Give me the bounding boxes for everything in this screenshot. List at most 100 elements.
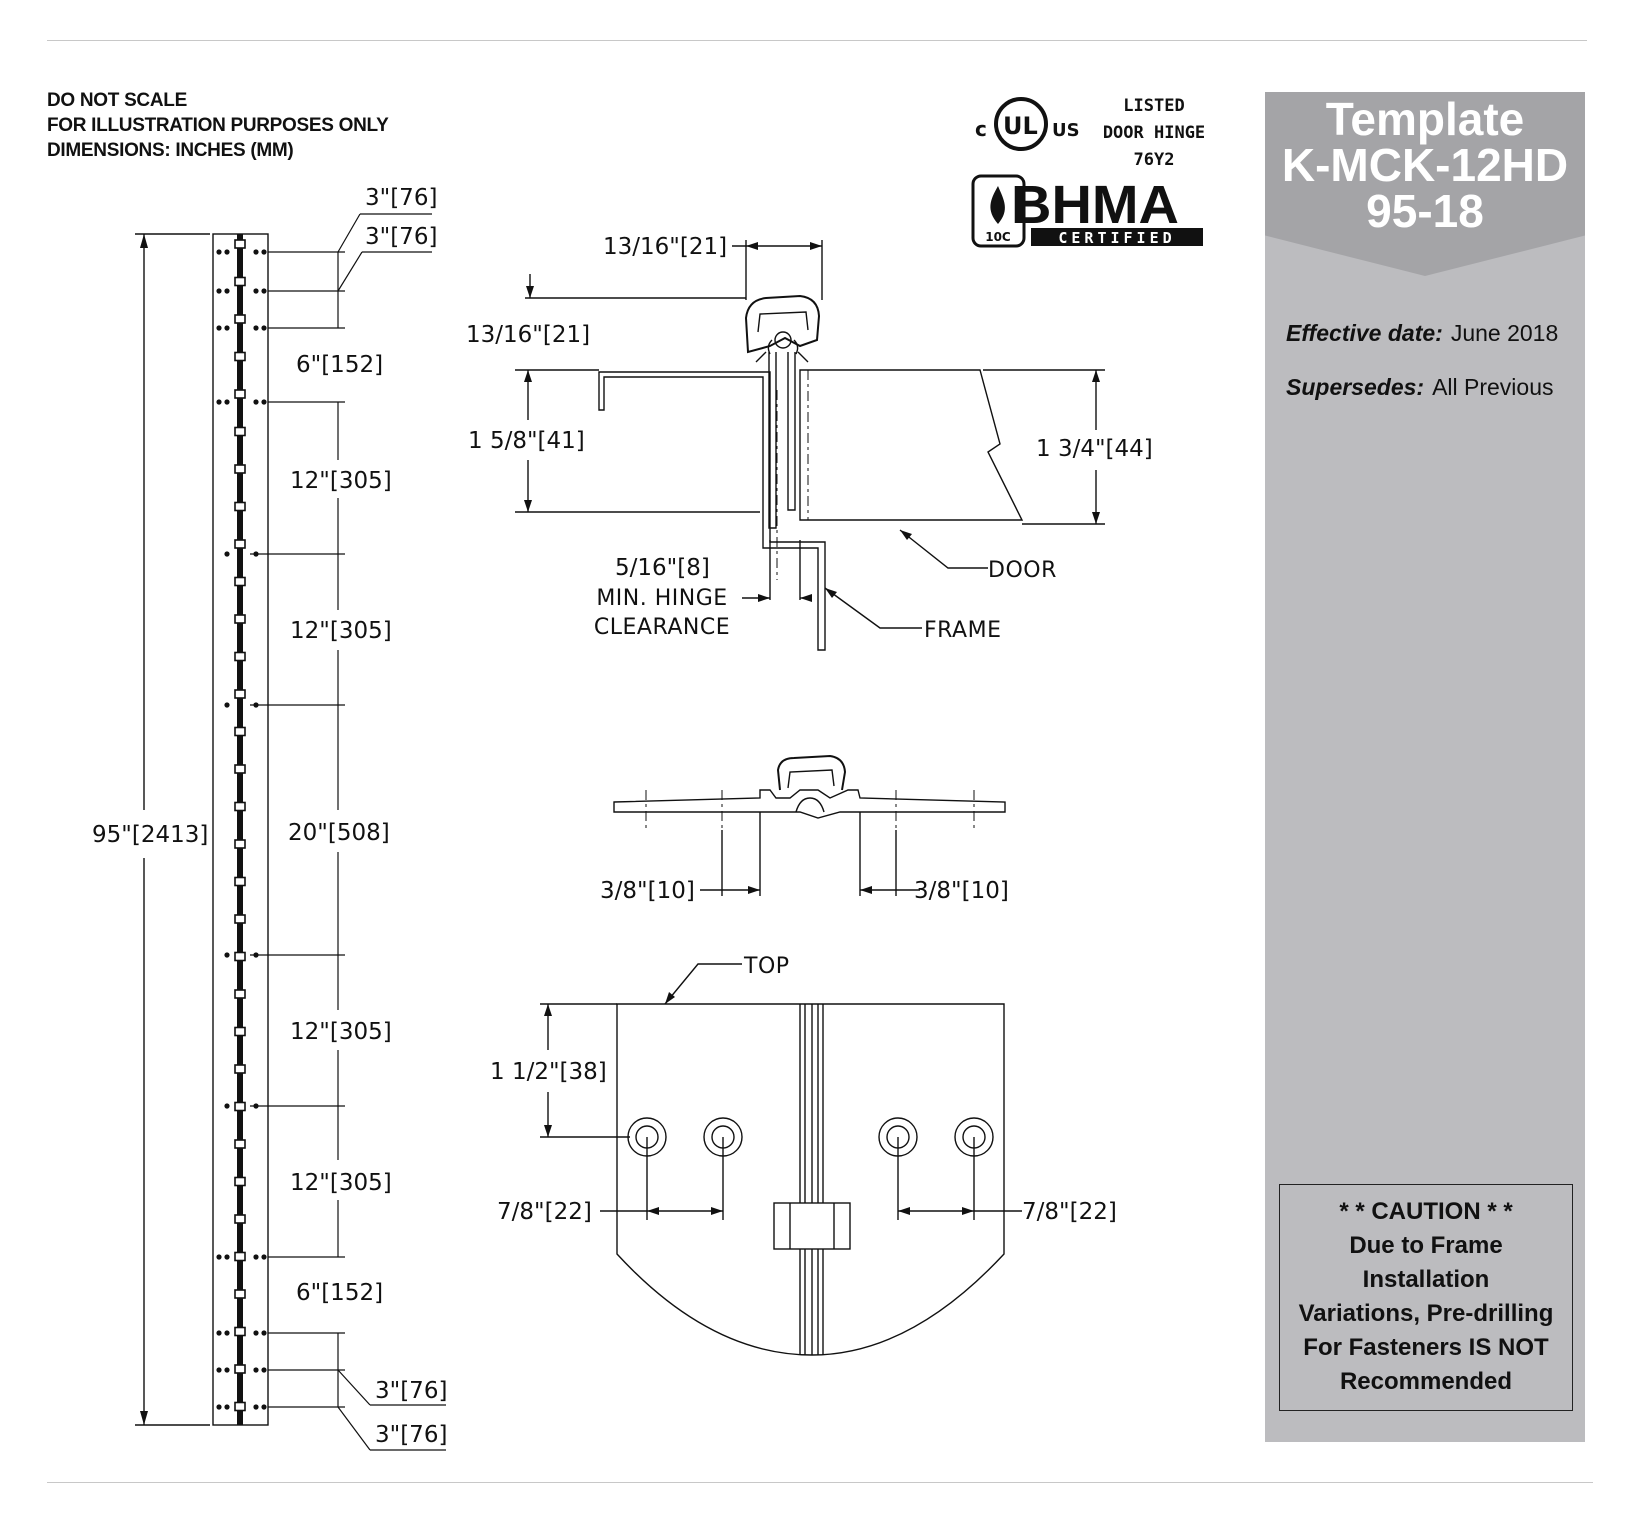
dim-bottom-6in: 6"[152] bbox=[296, 1280, 383, 1306]
dim-first-hole: 1 1/2"[38] bbox=[490, 1059, 607, 1085]
fastener-hole bbox=[253, 399, 259, 405]
hinge-knuckle bbox=[234, 501, 246, 512]
dim-right-offset: 3/8"[10] bbox=[914, 878, 1009, 904]
supersedes: Supersedes: All Previous bbox=[1286, 374, 1554, 401]
screw-holes bbox=[627, 1117, 994, 1157]
dim-top-6in: 6"[152] bbox=[296, 352, 383, 378]
title-line-2: K-MCK-12HD bbox=[1281, 139, 1569, 191]
hinge-knuckle bbox=[234, 1139, 246, 1149]
hinge-knuckle bbox=[234, 689, 246, 699]
dim-left-offset: 3/8"[10] bbox=[600, 878, 695, 904]
hinge-knuckle bbox=[234, 1026, 246, 1037]
note-illustration-only: FOR ILLUSTRATION PURPOSES ONLY bbox=[47, 115, 389, 136]
fastener-hole bbox=[261, 325, 267, 331]
hinge-knuckle bbox=[234, 1401, 246, 1412]
caution-heading: * * CAUTION * * bbox=[1339, 1198, 1513, 1225]
fastener-hole bbox=[261, 288, 267, 294]
hinge-knuckle bbox=[234, 614, 246, 624]
hinge-knuckle bbox=[234, 314, 246, 324]
fastener-hole bbox=[216, 1367, 222, 1373]
hinge-knuckle bbox=[234, 1326, 246, 1337]
info-panel: Template K-MCK-12HD 95-18 Effective date… bbox=[1265, 92, 1585, 1442]
section-dimensions: 13/16"[21] 13/16"[21] 1 5/8"[41] 1 3/4"[… bbox=[466, 234, 1153, 643]
fastener-hole bbox=[224, 288, 230, 294]
fastener-hole bbox=[253, 1330, 259, 1336]
bhma-certified-logo: 10C BHMA CERTIFIED bbox=[971, 174, 1203, 248]
fastener-hole bbox=[253, 325, 259, 331]
fastener-hole bbox=[261, 1254, 267, 1260]
effective-date-label: Effective date: bbox=[1286, 320, 1443, 346]
ul-door-hinge: DOOR HINGE bbox=[1103, 123, 1205, 143]
hinge-knuckle bbox=[234, 876, 246, 887]
supersedes-value: All Previous bbox=[1432, 374, 1554, 400]
ul-listed-logo: c UL US LISTED DOOR HINGE 76Y2 bbox=[975, 96, 1205, 170]
hinge-flat-view bbox=[613, 754, 1006, 896]
hinge-knuckle bbox=[234, 389, 246, 399]
fastener-hole bbox=[253, 1367, 259, 1373]
clearance-label-2: CLEARANCE bbox=[594, 615, 730, 640]
dim-overall-length: 95"[2413] bbox=[92, 822, 208, 848]
fastener-hole bbox=[216, 288, 222, 294]
fastener-hole bbox=[224, 325, 230, 331]
fastener-hole bbox=[261, 249, 267, 255]
ul-mark: UL bbox=[1003, 112, 1038, 140]
fire-rating-badge: 10C bbox=[985, 230, 1011, 244]
fastener-hole bbox=[261, 399, 267, 405]
hinge-knuckle bbox=[234, 989, 246, 999]
fastener-hole bbox=[216, 1404, 222, 1410]
fastener-hole bbox=[224, 1330, 230, 1336]
fastener-hole bbox=[261, 1367, 267, 1373]
dim-frame-depth: 1 5/8"[41] bbox=[468, 428, 585, 454]
hinge-section-view bbox=[515, 240, 1105, 651]
frame-label: FRAME bbox=[924, 618, 1001, 643]
ul-listed: LISTED bbox=[1123, 96, 1184, 116]
flame-icon bbox=[990, 186, 1005, 224]
ul-code: 76Y2 bbox=[1134, 150, 1175, 170]
hinge-knuckle bbox=[234, 764, 246, 774]
hinge-elevation bbox=[135, 213, 446, 1451]
dim-bottom-3in-a: 3"[76] bbox=[375, 1378, 447, 1404]
fastener-hole bbox=[224, 952, 230, 958]
note-units: DIMENSIONS: INCHES (MM) bbox=[47, 140, 294, 161]
hinge-knuckle bbox=[234, 1251, 246, 1262]
title-banner: Template K-MCK-12HD 95-18 bbox=[1265, 92, 1585, 276]
fastener-hole bbox=[224, 1103, 230, 1109]
caution-line-5: For Fasteners IS NOT bbox=[1303, 1334, 1549, 1361]
drawing-notes: DO NOT SCALE FOR ILLUSTRATION PURPOSES O… bbox=[47, 88, 389, 163]
hinge-knuckle bbox=[234, 726, 246, 737]
hinge-knuckle bbox=[234, 1064, 246, 1074]
hinge-knuckle bbox=[234, 839, 246, 849]
fastener-hole bbox=[253, 1404, 259, 1410]
dim-spacing-4: 12"[305] bbox=[290, 1019, 392, 1045]
effective-date: Effective date:June 2018 bbox=[1286, 320, 1558, 347]
dim-clearance: 5/16"[8] bbox=[615, 555, 710, 581]
hinge-knuckle bbox=[234, 1214, 246, 1224]
supersedes-label: Supersedes: bbox=[1286, 374, 1425, 400]
hinge-knuckle bbox=[234, 576, 246, 587]
hinge-knuckle bbox=[234, 914, 246, 924]
hinge-knuckle bbox=[234, 1176, 246, 1187]
flat-dimensions: 3/8"[10] 3/8"[10] bbox=[600, 878, 1009, 904]
fastener-hole bbox=[224, 702, 230, 708]
hinge-knuckle bbox=[234, 351, 246, 362]
fastener-hole bbox=[224, 1367, 230, 1373]
dim-spacing-3: 20"[508] bbox=[288, 820, 390, 846]
fastener-hole bbox=[224, 1254, 230, 1260]
ul-c: c bbox=[975, 117, 987, 141]
ul-us: US bbox=[1052, 120, 1080, 141]
dim-top-3in-a: 3"[76] bbox=[365, 185, 437, 211]
hinge-knuckle bbox=[234, 801, 246, 812]
dim-top-3in-b: 3"[76] bbox=[365, 224, 437, 250]
dim-left-hole-spacing: 7/8"[22] bbox=[497, 1199, 592, 1225]
fastener-hole bbox=[261, 1404, 267, 1410]
caution-line-6: Recommended bbox=[1339, 1368, 1513, 1395]
hinge-knuckle bbox=[234, 1364, 246, 1374]
clearance-label-1: MIN. HINGE bbox=[596, 586, 727, 611]
bhma-text: BHMA bbox=[1011, 175, 1179, 235]
fastener-hole bbox=[253, 1254, 259, 1260]
hinge-knuckle bbox=[234, 951, 246, 962]
fastener-hole bbox=[216, 325, 222, 331]
fastener-hole bbox=[253, 249, 259, 255]
hinge-knuckle bbox=[234, 651, 246, 662]
elevation-dimensions: 95"[2413] 3"[76] 3"[76] 6"[152] 12"[305]… bbox=[92, 185, 447, 1448]
